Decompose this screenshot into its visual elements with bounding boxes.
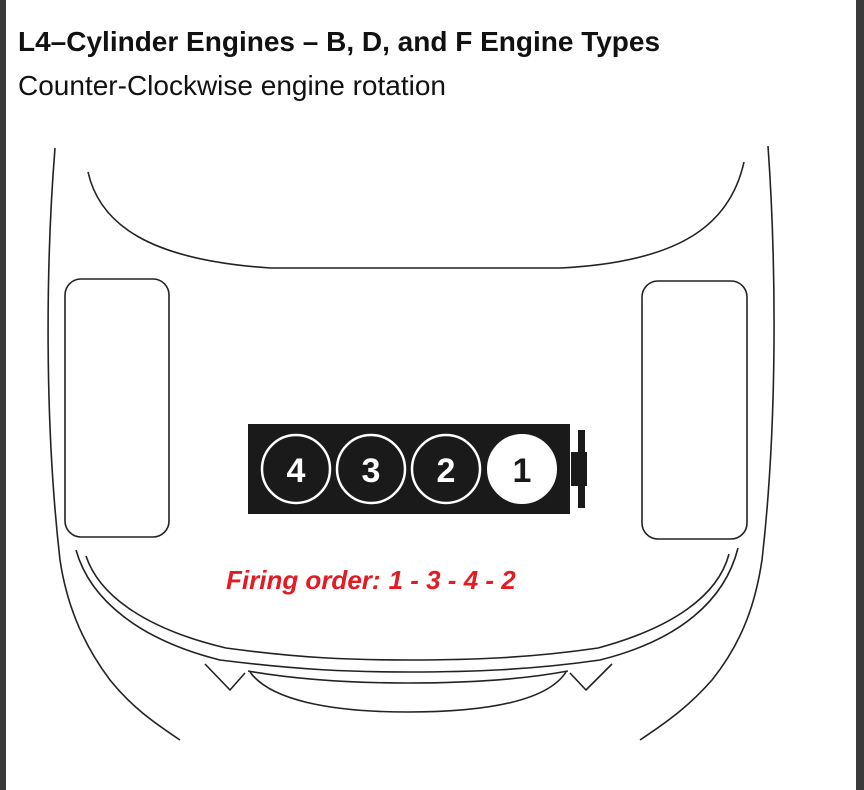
- left-vent: [204, 663, 246, 692]
- crank-pulley-cap: [578, 430, 585, 508]
- left-border: [0, 0, 6, 790]
- cylinder-3: 3: [335, 433, 407, 505]
- cylinder-label: 1: [513, 452, 532, 490]
- right-border: [856, 0, 864, 790]
- cylinder-label: 4: [287, 452, 306, 490]
- left-fender: [64, 278, 170, 538]
- cylinder-1: 1: [487, 434, 557, 504]
- cylinder-circle: [335, 433, 407, 505]
- right-vent: [569, 663, 613, 692]
- firing-order: Firing order: 1 - 3 - 4 - 2: [226, 565, 516, 595]
- cylinder-circle: [410, 433, 482, 505]
- right-fender: [641, 280, 748, 540]
- front-bumper-outer: [75, 547, 739, 673]
- cylinder-circle: [260, 433, 332, 505]
- hood-rear-edge: [87, 161, 745, 269]
- cylinder-label: 3: [362, 452, 381, 490]
- cylinder-circle: [487, 434, 557, 504]
- page-subtitle: Counter-Clockwise engine rotation: [18, 70, 446, 101]
- car-left-side: [47, 147, 181, 741]
- front-bumper-inner: [85, 553, 730, 661]
- page-title: L4–Cylinder Engines – B, D, and F Engine…: [18, 26, 661, 57]
- cylinder-group: 4 3 2 1: [260, 433, 557, 505]
- cylinder-4: 4: [260, 433, 332, 505]
- firing-order-sequence: 1 - 3 - 4 - 2: [389, 565, 517, 595]
- grille-lower: [249, 671, 567, 713]
- car-body-outline: [47, 145, 775, 741]
- firing-order-label: Firing order:: [226, 565, 381, 595]
- grille-upper: [247, 670, 569, 684]
- cylinder-2: 2: [410, 433, 482, 505]
- car-right-side: [639, 145, 775, 741]
- cylinder-label: 2: [437, 452, 456, 490]
